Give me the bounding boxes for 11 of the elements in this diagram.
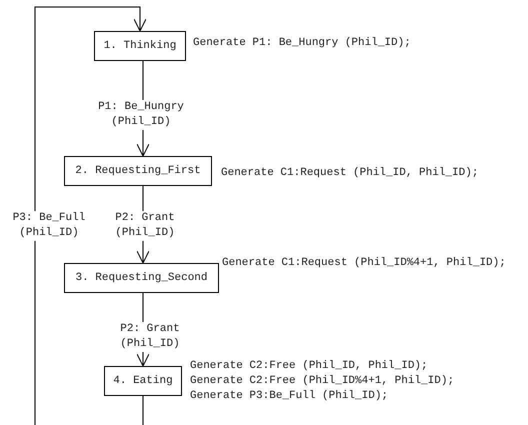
action-text: Generate C2:Free (Phil_ID, Phil_ID);: [190, 359, 428, 374]
state-box: 3. Requesting_Second: [64, 263, 219, 293]
action-text: Generate C1:Request (Phil_ID, Phil_ID);: [221, 166, 478, 181]
action-text: Generate P1: Be_Hungry (Phil_ID);: [193, 36, 411, 51]
action-text: Generate C1:Request (Phil_ID%4+1, Phil_ID);: [222, 256, 506, 271]
state-box: 1. Thinking: [94, 31, 186, 61]
action-text: Generate C2:Free (Phil_ID%4+1, Phil_ID);: [190, 374, 454, 389]
state-box: 2. Requesting_First: [64, 156, 212, 186]
action-text: Generate P3:Be_Full (Phil_ID);: [190, 389, 388, 404]
arrow: [34, 6, 146, 425]
state-box: 4. Eating: [104, 366, 182, 396]
